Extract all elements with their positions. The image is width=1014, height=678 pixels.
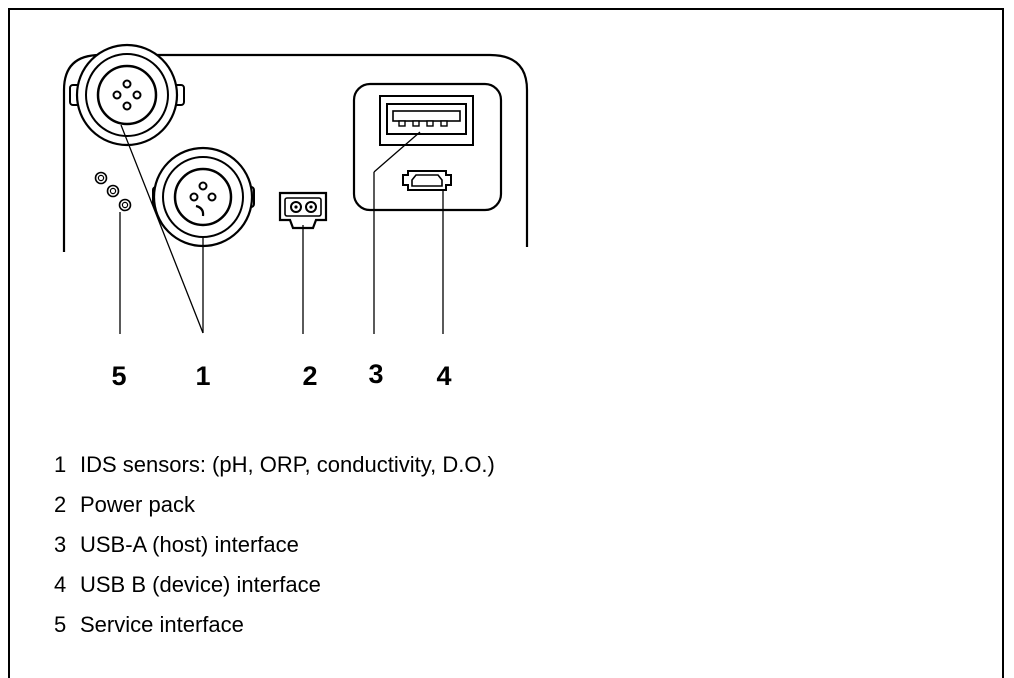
- legend-text: Service interface: [80, 612, 244, 637]
- ids-socket-upper-icon: [69, 43, 185, 147]
- callout-5: 5: [111, 361, 126, 391]
- legend-item: 5 Service interface: [54, 605, 495, 645]
- callout-3: 3: [368, 359, 383, 389]
- leader-lines: [119, 124, 444, 334]
- usb-a-port-icon: [379, 95, 474, 146]
- power-jack-icon: [278, 191, 328, 230]
- legend-item: 4 USB B (device) interface: [54, 565, 495, 605]
- legend-number: 3: [54, 532, 67, 557]
- figure-frame: [8, 8, 1004, 678]
- callout-2: 2: [302, 361, 317, 391]
- housing-outline: [62, 53, 529, 252]
- legend-item: 3 USB-A (host) interface: [54, 525, 495, 565]
- service-interface-icon: [94, 171, 132, 212]
- callout-1: 1: [195, 361, 210, 391]
- legend-number: 4: [54, 572, 67, 597]
- legend-number: 5: [54, 612, 67, 637]
- legend-item: 2 Power pack: [54, 485, 495, 525]
- usb-b-port-icon: [402, 170, 452, 191]
- legend-list: 1 IDS sensors: (pH, ORP, conductivity, D.…: [54, 445, 495, 645]
- legend-number: 1: [54, 452, 67, 477]
- legend-text: IDS sensors: (pH, ORP, conductivity, D.O…: [80, 452, 495, 477]
- ids-socket-lower-icon: [152, 146, 255, 248]
- legend-text: USB B (device) interface: [80, 572, 321, 597]
- legend-text: USB-A (host) interface: [80, 532, 299, 557]
- legend-text: Power pack: [80, 492, 195, 517]
- connector-panel-diagram: 5 1 2 3 4: [62, 43, 529, 391]
- callout-4: 4: [436, 361, 451, 391]
- legend-number: 2: [54, 492, 67, 517]
- legend-item: 1 IDS sensors: (pH, ORP, conductivity, D.…: [54, 445, 495, 485]
